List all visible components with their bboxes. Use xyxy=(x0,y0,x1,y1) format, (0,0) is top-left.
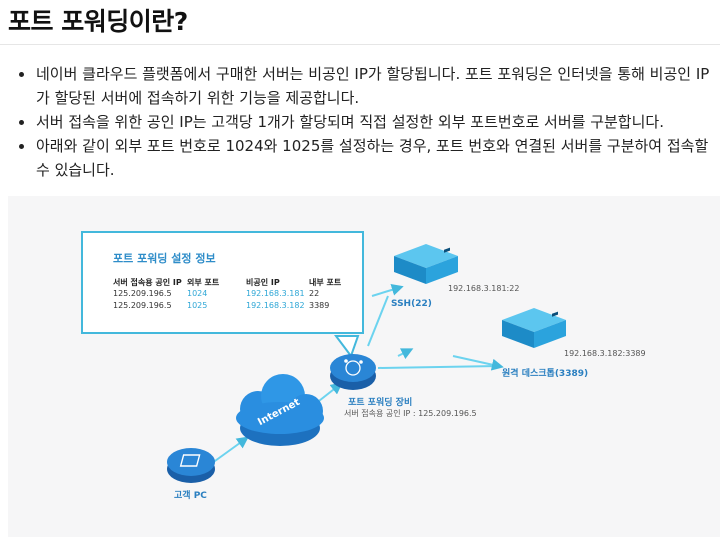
external-port-cell: 1025 xyxy=(187,301,208,310)
server-ssh-icon xyxy=(394,244,458,284)
port-forwarding-info-box: 포트 포워딩 설정 정보 서버 접속용 공인 IP 외부 포트 비공인 IP 내… xyxy=(81,231,364,334)
server2-ip-label: 192.168.3.182:3389 xyxy=(564,349,646,358)
forwarder-to-server1-line xyxy=(367,295,389,347)
server1-label: SSH(22) xyxy=(391,299,432,309)
list-item: 서버 접속을 위한 공인 IP는 고객당 1개가 할당되며 직접 설정한 외부 … xyxy=(19,110,710,134)
server-rdp-icon xyxy=(502,308,566,348)
client-label: 고객 PC xyxy=(174,491,207,501)
bubble-pointer xyxy=(334,335,360,359)
external-port-cell: 1024 xyxy=(187,289,208,298)
private-ip-cell: 192.168.3.182 xyxy=(246,301,305,310)
forwarder-node-icon xyxy=(330,354,376,390)
public-ip-cell: 125.209.196.5 xyxy=(113,301,172,310)
page-title: 포트 포워딩이란? xyxy=(8,7,188,36)
forwarder-ip-label: 서버 접속용 공인 IP : 125.209.196.5 xyxy=(344,409,477,418)
title-divider xyxy=(0,44,720,45)
bullet-list: 네이버 클라우드 플랫폼에서 구매한 서버는 비공인 IP가 할당됩니다. 포트… xyxy=(0,62,710,182)
diagram-graphics xyxy=(167,244,566,483)
list-item: 아래와 같이 외부 포트 번호로 1024와 1025를 설정하는 경우, 포트… xyxy=(19,134,710,182)
info-title: 포트 포워딩 설정 정보 xyxy=(113,252,216,265)
port-forwarding-diagram: 포트 포워딩 설정 정보 서버 접속용 공인 IP 외부 포트 비공인 IP 내… xyxy=(8,196,720,537)
column-header: 내부 포트 xyxy=(309,278,342,287)
list-item: 네이버 클라우드 플랫폼에서 구매한 서버는 비공인 IP가 할당됩니다. 포트… xyxy=(19,62,710,110)
internet-cloud-icon xyxy=(236,374,324,446)
internal-port-cell: 22 xyxy=(309,289,320,298)
forwarder-label: 포트 포워딩 장비 xyxy=(348,398,413,408)
public-ip-cell: 125.209.196.5 xyxy=(113,289,172,298)
client-pc-icon xyxy=(167,448,215,483)
column-header: 외부 포트 xyxy=(187,278,220,287)
column-header: 비공인 IP xyxy=(246,278,280,287)
private-ip-cell: 192.168.3.181 xyxy=(246,289,305,298)
server2-label: 원격 데스크톱(3389) xyxy=(502,369,589,379)
server1-ip-label: 192.168.3.181:22 xyxy=(448,284,520,293)
internal-port-cell: 3389 xyxy=(309,301,330,310)
column-header: 서버 접속용 공인 IP xyxy=(113,278,182,287)
forwarder-to-server2-line xyxy=(377,365,499,369)
